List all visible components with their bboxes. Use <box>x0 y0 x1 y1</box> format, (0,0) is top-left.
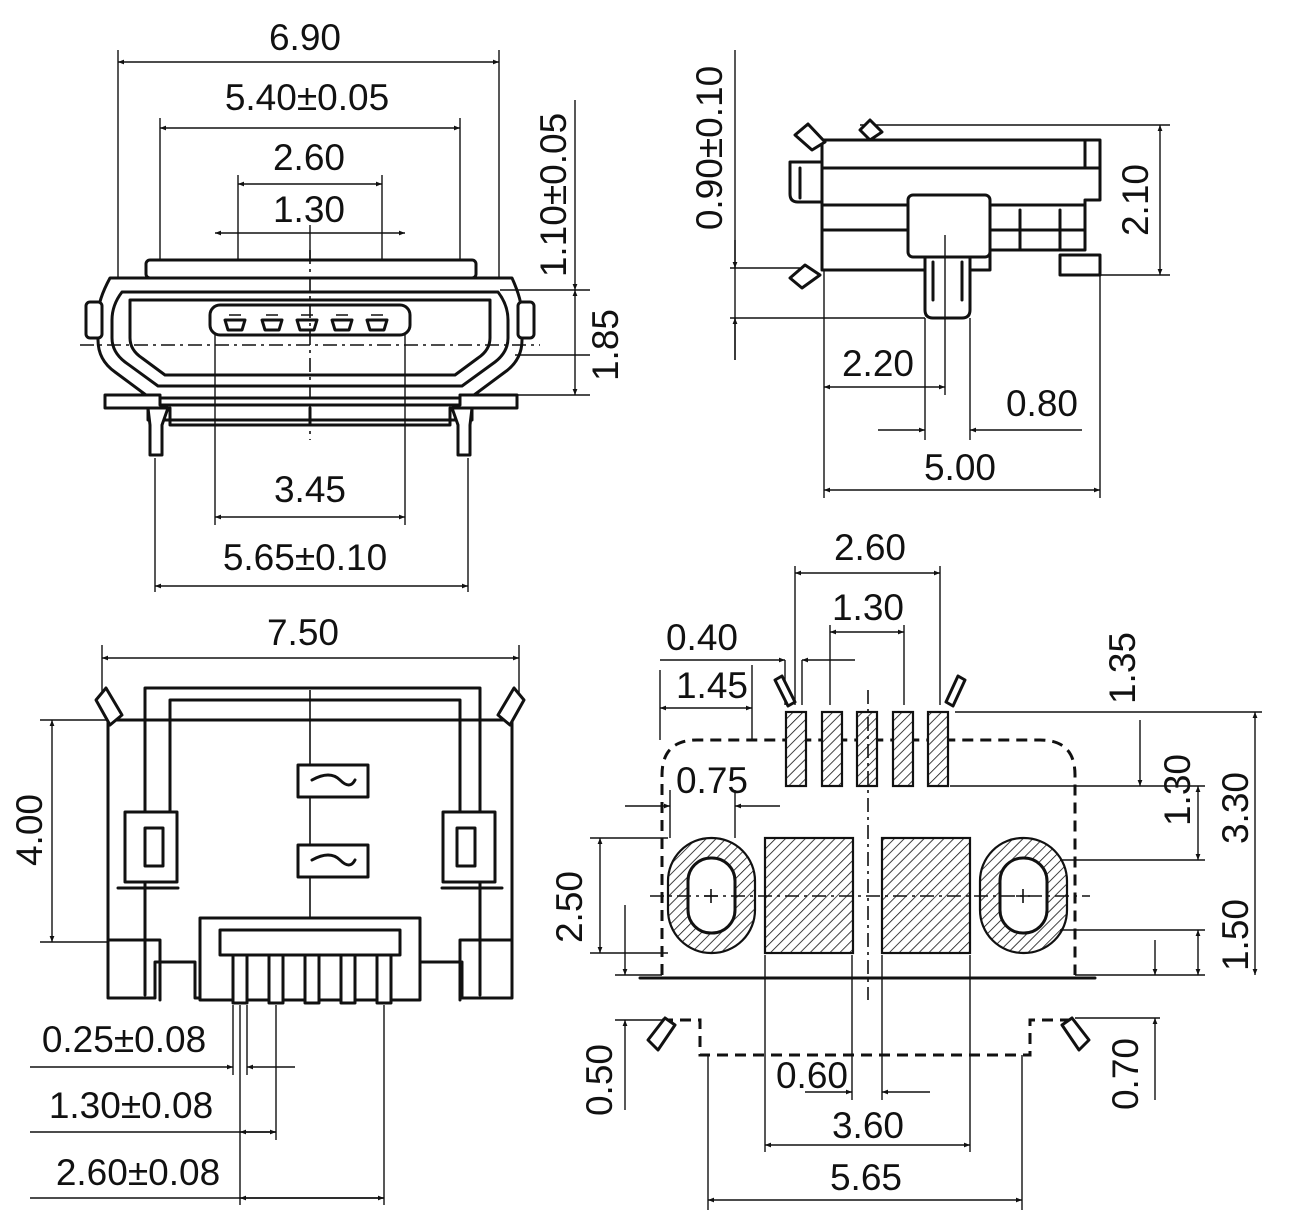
dim-edge-offset: 0.50 <box>579 1044 620 1116</box>
dim-row-gap: 1.30 <box>1157 754 1198 826</box>
dim-hole-span: 5.65 <box>830 1157 902 1198</box>
dim-opening-height: 1.85 <box>585 309 626 381</box>
dim-shell-width: 5.40±0.05 <box>225 77 389 118</box>
front-pin-contacts <box>223 314 389 332</box>
dim-pin-pitch-top: 1.30±0.08 <box>49 1085 213 1126</box>
dim-leg-span: 5.65±0.10 <box>223 537 387 578</box>
dim-depth: 4.00 <box>9 794 50 866</box>
dim-hole-height: 2.50 <box>549 871 590 943</box>
dim-pad-length: 1.35 <box>1102 632 1143 704</box>
top-view: 7.50 4.00 0.25±0.08 1.30±0.08 2.60±0.08 <box>9 612 526 1205</box>
top-pins <box>231 953 393 1005</box>
dim-hole-width: 0.75 <box>676 760 748 801</box>
front-view: 6.90 5.40±0.05 2.60 1.30 1.10±0.05 1.85 … <box>80 17 626 592</box>
dim-pad-offset: 1.45 <box>676 665 748 706</box>
dim-length: 5.00 <box>924 447 996 488</box>
dim-tab-height: 0.90±0.10 <box>689 66 730 230</box>
dim-tab-offset: 0.70 <box>1105 1038 1146 1110</box>
dim-pin-span: 2.60 <box>273 137 345 178</box>
dim-peg-offset: 2.20 <box>842 343 914 384</box>
dim-pad-pitch: 1.30 <box>832 587 904 628</box>
dim-peg-width: 0.80 <box>1006 383 1078 424</box>
dim-bottom-inner: 3.45 <box>274 469 346 510</box>
signal-pads <box>784 710 950 788</box>
side-view: 0.90±0.10 2.10 2.20 0.80 5.00 <box>689 50 1170 498</box>
dim-pin-span-top: 2.60±0.08 <box>56 1152 220 1193</box>
dim-pad-width: 0.40 <box>666 617 738 658</box>
dim-width: 7.50 <box>267 612 339 653</box>
dim-pin-width: 0.25±0.08 <box>42 1019 206 1060</box>
footprint-view: 2.60 1.30 0.40 1.45 0.75 1.35 1.30 3.30 … <box>549 527 1262 1210</box>
dim-pad-span: 2.60 <box>834 527 906 568</box>
dim-total-height-fp: 3.30 <box>1215 772 1256 844</box>
dim-top-height: 1.10±0.05 <box>533 113 574 277</box>
dim-overall-width: 6.90 <box>269 17 341 58</box>
dim-center-gap: 0.60 <box>776 1055 848 1096</box>
dim-pin-pitch: 1.30 <box>273 189 345 230</box>
dim-pad-pair-width: 3.60 <box>832 1105 904 1146</box>
dim-hole-offset: 1.50 <box>1215 899 1256 971</box>
dim-total-height: 2.10 <box>1115 164 1156 236</box>
